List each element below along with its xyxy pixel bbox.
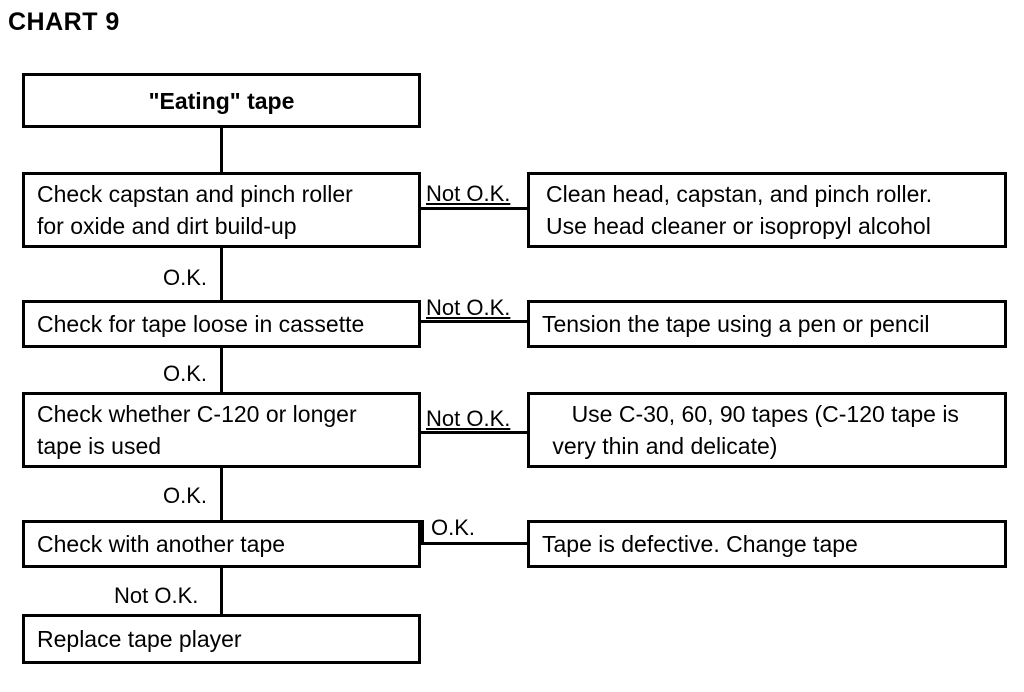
branch-label-not-ok: Not O.K.	[426, 406, 511, 431]
action-box-label: Use C-30, 60, 90 tapes (C-120 tape is ve…	[546, 401, 959, 459]
connector-ok	[220, 248, 223, 300]
down-label-ok: O.K.	[163, 483, 208, 508]
down-label-not-ok: Not O.K.	[114, 583, 199, 608]
action-box-label: Tension the tape using a pen or pencil	[542, 311, 930, 337]
action-box-clean: Clean head, capstan, and pinch roller.Us…	[527, 172, 1007, 248]
end-box: Replace tape player	[22, 614, 421, 664]
action-box-label: Clean head, capstan, and pinch roller.Us…	[546, 181, 933, 239]
start-box-label: "Eating" tape	[148, 87, 295, 114]
check-box-label: Check for tape loose in cassette	[37, 311, 365, 337]
action-box-use-tapes: Use C-30, 60, 90 tapes (C-120 tape is ve…	[527, 392, 1007, 468]
check-box-loose: Check for tape loose in cassette	[22, 300, 421, 348]
action-box-label: Tape is defective. Change tape	[542, 531, 858, 557]
branch-label-not-ok: Not O.K.	[426, 295, 511, 320]
branch-line	[421, 320, 527, 323]
branch-line	[421, 431, 527, 434]
down-label-ok: O.K.	[163, 361, 208, 386]
check-box-label: Check with another tape	[37, 531, 286, 557]
end-box-label: Replace tape player	[37, 626, 242, 652]
branch-label-not-ok: Not O.K.	[426, 181, 511, 206]
action-box-tension: Tension the tape using a pen or pencil	[527, 300, 1007, 348]
connector-start	[220, 128, 223, 172]
chart-title: CHART 9	[8, 8, 120, 36]
down-label-ok: O.K.	[163, 265, 208, 290]
action-box-defective: Tape is defective. Change tape	[527, 520, 1007, 568]
connector-not-ok	[220, 568, 223, 614]
connector-ok	[220, 468, 223, 520]
branch-line	[421, 542, 527, 545]
check-box-another-tape: Check with another tape	[22, 520, 421, 568]
start-box: "Eating" tape	[22, 73, 421, 128]
connector-ok	[220, 348, 223, 392]
branch-label-ok: O.K.	[431, 515, 476, 540]
branch-line	[421, 207, 527, 210]
branch-line-drop	[421, 520, 424, 544]
